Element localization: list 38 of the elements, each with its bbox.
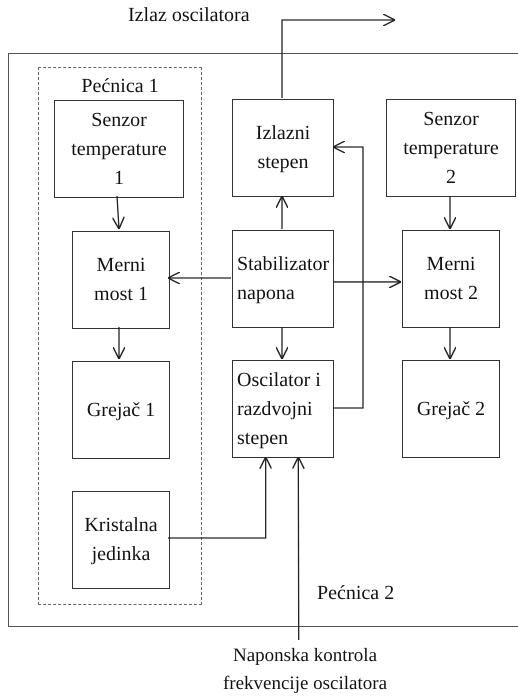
frame-title: Pećnica 1 bbox=[81, 74, 159, 99]
signal-label: Naponska kontrola frekvencije oscilatora bbox=[222, 644, 388, 696]
arrow bbox=[167, 271, 231, 285]
arrow bbox=[168, 456, 272, 539]
arrow bbox=[112, 327, 126, 360]
block-box bbox=[402, 360, 500, 458]
block-box bbox=[232, 99, 334, 197]
block-label: Merni most 2 bbox=[423, 252, 479, 306]
block-box bbox=[54, 100, 184, 198]
arrow bbox=[275, 195, 289, 229]
edge-label: Izlaz oscilatora bbox=[128, 4, 250, 27]
block-box bbox=[72, 491, 170, 589]
block-box bbox=[232, 360, 334, 458]
block-box bbox=[72, 231, 170, 329]
block-label: Oscilator i razdvojni stepen bbox=[237, 368, 322, 450]
block-label: Stabilizator napona bbox=[237, 252, 330, 306]
block-box bbox=[386, 99, 516, 197]
arrow bbox=[443, 327, 457, 360]
block-box bbox=[232, 230, 334, 328]
block-label: Senzor temperature 2 bbox=[402, 106, 500, 190]
block-label: Senzor temperature 1 bbox=[70, 108, 168, 190]
block-box bbox=[402, 230, 500, 328]
arrow bbox=[292, 456, 306, 640]
arrow bbox=[112, 196, 125, 230]
frame-title: Pećnica 2 bbox=[317, 581, 394, 606]
oven-dashed-frame bbox=[38, 67, 202, 605]
arrow bbox=[332, 140, 364, 409]
arrow bbox=[275, 327, 289, 360]
block-label: Grejač 2 bbox=[416, 396, 486, 422]
arrow bbox=[443, 196, 457, 230]
oven-frame bbox=[8, 53, 518, 627]
block-box bbox=[72, 361, 170, 459]
arrow bbox=[333, 275, 402, 289]
block-label: Kristalna jedinka bbox=[83, 513, 159, 567]
block-label: Grejač 1 bbox=[86, 398, 156, 422]
arrow bbox=[281, 13, 396, 98]
block-label: Merni most 1 bbox=[93, 253, 149, 307]
block-label: Izlazni stepen bbox=[254, 121, 312, 175]
